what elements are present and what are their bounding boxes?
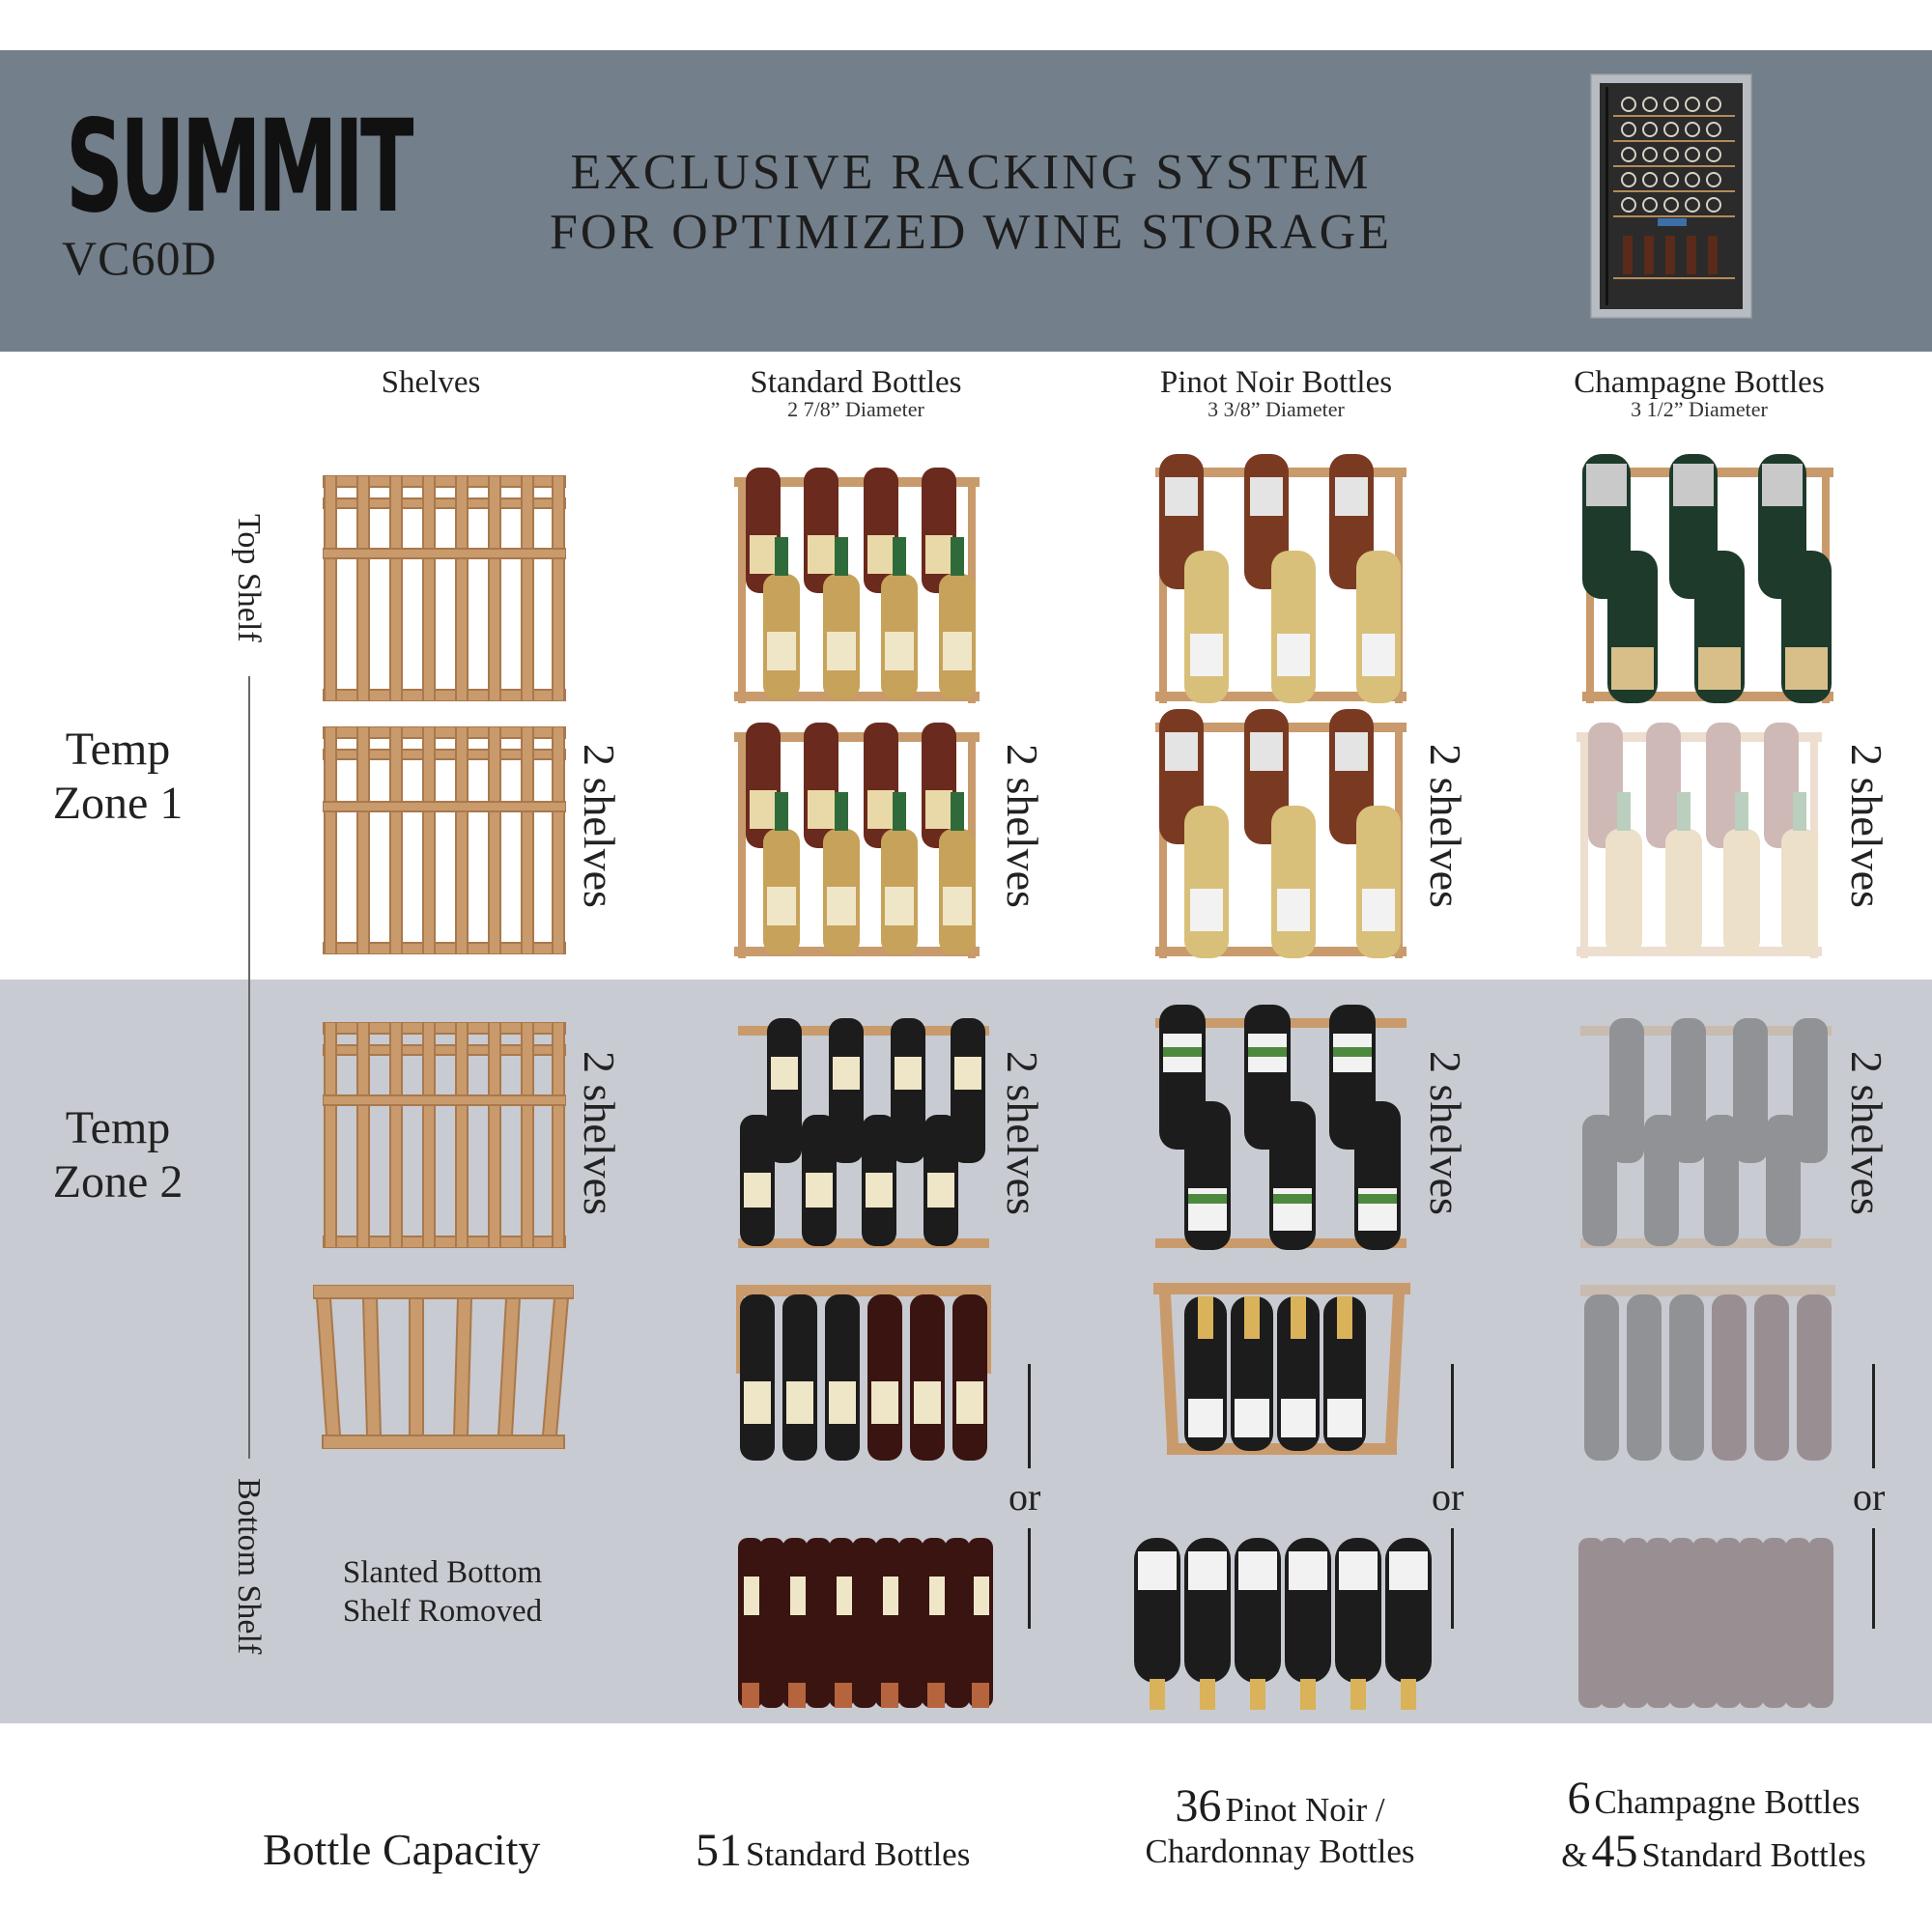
column-subtitle: 3 3/8” Diameter bbox=[1208, 397, 1345, 421]
pinot-bottle-rack bbox=[1155, 709, 1406, 958]
capacity-text: Standard Bottles bbox=[1641, 1836, 1866, 1874]
standard-bottle-slanted bbox=[736, 1285, 991, 1461]
capacity-champagne: 6 Champagne Bottles & 45 Standard Bottle… bbox=[1520, 1772, 1907, 1878]
axis-top-shelf: Top Shelf bbox=[231, 514, 267, 642]
note-line-2: Shelf Romoved bbox=[342, 1594, 543, 1629]
capacity-number: 36 bbox=[1175, 1780, 1222, 1832]
or-divider-line bbox=[1872, 1528, 1875, 1629]
capacity-text: Standard Bottles bbox=[746, 1835, 971, 1873]
zone1-label: Temp Zone 1 bbox=[21, 723, 214, 831]
column-subtitle: 3 1/2” Diameter bbox=[1631, 397, 1768, 421]
column-title: Pinot Noir Bottles bbox=[1159, 365, 1393, 400]
two-shelves-label: 2 shelves bbox=[1421, 744, 1470, 908]
or-divider-line bbox=[1451, 1528, 1454, 1629]
pinot-bottle-rack bbox=[1155, 1005, 1406, 1250]
two-shelves-label: 2 shelves bbox=[1842, 1051, 1891, 1215]
or-divider-line bbox=[1028, 1528, 1031, 1629]
champagne-alt-standard-rack bbox=[1577, 723, 1822, 958]
column-title: Shelves bbox=[381, 365, 481, 400]
champagne-alt-standard-stack bbox=[1578, 1538, 1833, 1708]
two-shelves-label: 2 shelves bbox=[575, 744, 624, 908]
two-shelves-label: 2 shelves bbox=[998, 744, 1047, 908]
or-label: or bbox=[1853, 1475, 1886, 1519]
two-shelves-label: 2 shelves bbox=[1421, 1051, 1470, 1215]
shelf-rack bbox=[323, 475, 566, 701]
or-label: or bbox=[1432, 1475, 1464, 1519]
headline-line-2: FOR OPTIMIZED WINE STORAGE bbox=[550, 205, 1392, 260]
or-divider-line bbox=[1872, 1364, 1875, 1468]
capacity-pinot: 36 Pinot Noir / Chardonnay Bottles bbox=[1121, 1779, 1439, 1871]
slanted-shelf-removed-note: Slanted Bottom Shelf Romoved bbox=[307, 1553, 578, 1631]
zone2-line-2: Zone 2 bbox=[52, 1156, 184, 1208]
standard-bottle-rack bbox=[738, 1018, 989, 1248]
pinot-bottle-rack bbox=[1155, 454, 1406, 703]
zone2-label: Temp Zone 2 bbox=[21, 1101, 214, 1209]
column-title: Champagne Bottles bbox=[1574, 365, 1825, 400]
capacity-standard: 51 Standard Bottles bbox=[696, 1824, 970, 1877]
champagne-alt-standard-rack bbox=[1580, 1018, 1832, 1248]
model-number: VC60D bbox=[62, 231, 217, 285]
standard-bottle-rack bbox=[734, 723, 980, 958]
headline-line-1: EXCLUSIVE RACKING SYSTEM bbox=[570, 145, 1372, 200]
capacity-text: Chardonnay Bottles bbox=[1145, 1833, 1415, 1870]
capacity-prefix: & bbox=[1561, 1836, 1588, 1874]
or-divider-line bbox=[1451, 1364, 1454, 1468]
capacity-text: Champagne Bottles bbox=[1594, 1783, 1861, 1821]
capacity-number: 51 bbox=[696, 1825, 742, 1876]
summit-logo: SUMMIT bbox=[66, 97, 413, 222]
wine-fridge-image bbox=[1590, 73, 1752, 319]
two-shelves-label: 2 shelves bbox=[998, 1051, 1047, 1215]
capacity-number: 45 bbox=[1591, 1826, 1638, 1877]
or-divider-line bbox=[1028, 1364, 1031, 1468]
pinot-bottle-slanted bbox=[1153, 1283, 1410, 1455]
shelf-rack bbox=[323, 1022, 566, 1248]
shelf-rack bbox=[323, 726, 566, 954]
column-header-shelves: Shelves bbox=[257, 365, 605, 401]
column-title: Standard Bottles bbox=[750, 365, 962, 400]
pinot-bottle-stack bbox=[1134, 1538, 1432, 1710]
column-subtitle: 2 7/8” Diameter bbox=[787, 397, 924, 421]
note-line-1: Slanted Bottom bbox=[342, 1555, 543, 1590]
capacity-number: 6 bbox=[1567, 1773, 1591, 1824]
champagne-bottle-rack bbox=[1582, 454, 1833, 703]
zone1-line-1: Temp bbox=[65, 724, 171, 775]
champagne-alt-standard-slanted bbox=[1580, 1285, 1835, 1461]
headline: EXCLUSIVE RACKING SYSTEM FOR OPTIMIZED W… bbox=[522, 143, 1420, 263]
bottle-capacity-label: Bottle Capacity bbox=[263, 1825, 541, 1874]
standard-bottle-stack bbox=[738, 1538, 993, 1708]
axis-line bbox=[248, 676, 250, 1459]
column-header-standard: Standard Bottles 2 7/8” Diameter bbox=[682, 365, 1030, 422]
zone1-line-2: Zone 1 bbox=[52, 778, 184, 829]
two-shelves-label: 2 shelves bbox=[575, 1051, 624, 1215]
two-shelves-label: 2 shelves bbox=[1842, 744, 1891, 908]
column-header-champagne: Champagne Bottles 3 1/2” Diameter bbox=[1525, 365, 1873, 422]
svg-text:SUMMIT: SUMMIT bbox=[66, 97, 413, 222]
standard-bottle-rack bbox=[734, 468, 980, 703]
zone2-line-1: Temp bbox=[65, 1102, 171, 1153]
capacity-text: Pinot Noir / bbox=[1225, 1791, 1385, 1829]
axis-bottom-shelf: Bottom Shelf bbox=[231, 1478, 267, 1655]
slanted-shelf-rack bbox=[313, 1285, 574, 1449]
column-header-pinot: Pinot Noir Bottles 3 3/8” Diameter bbox=[1102, 365, 1450, 422]
or-label: or bbox=[1009, 1475, 1041, 1519]
